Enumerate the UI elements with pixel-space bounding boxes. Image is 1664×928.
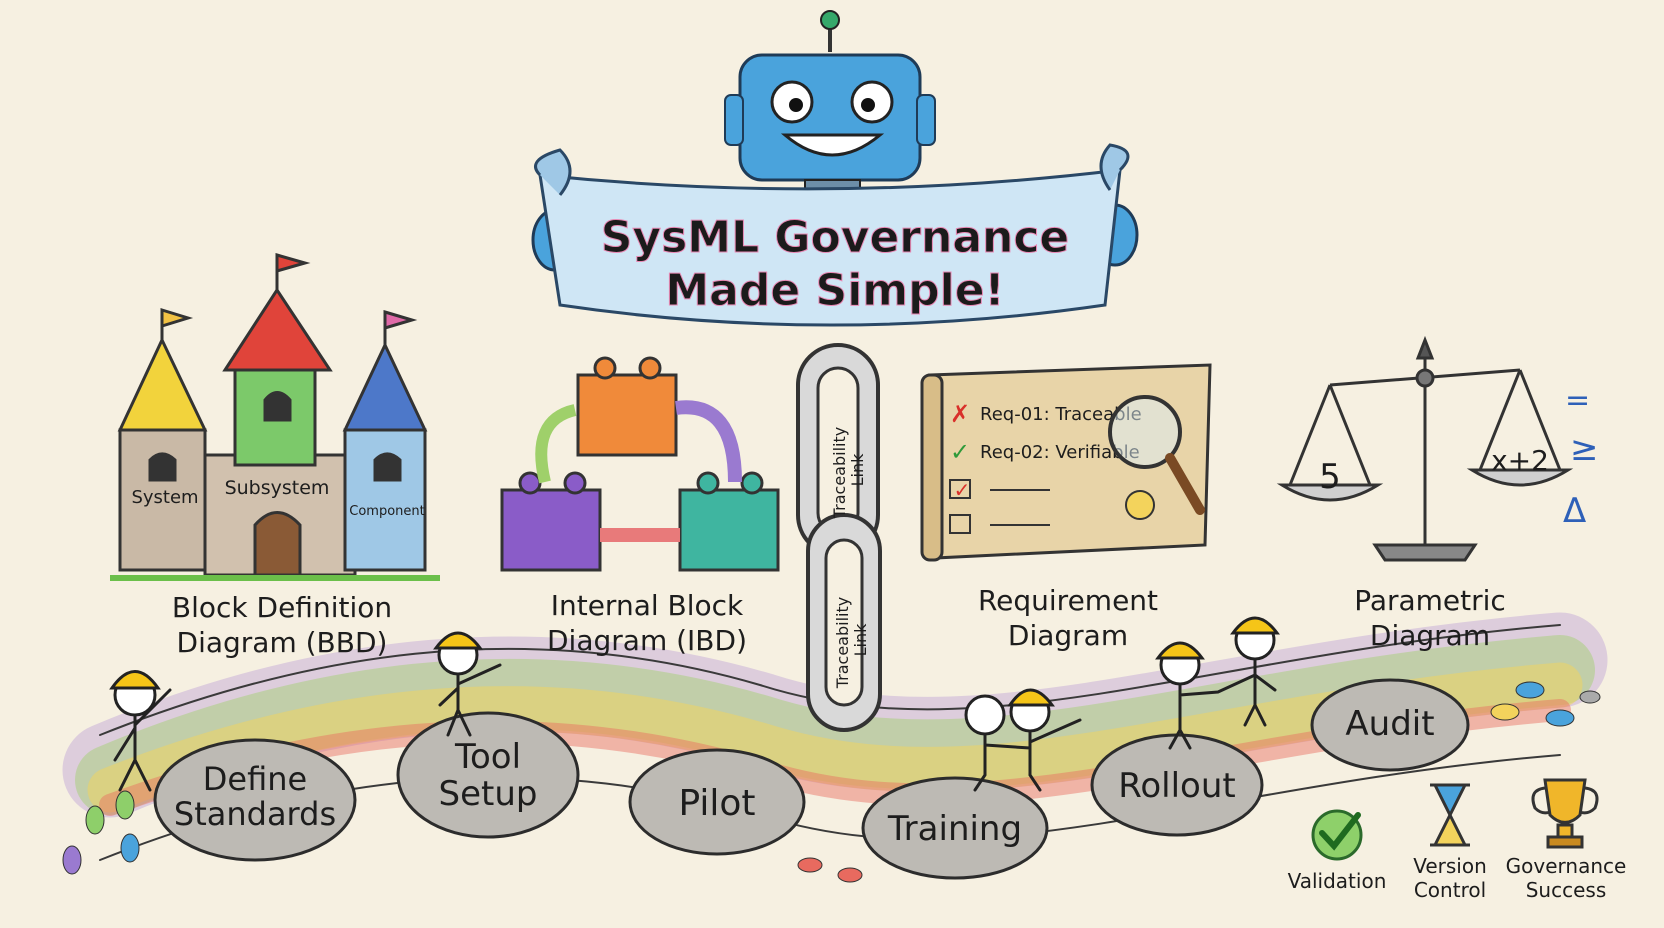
legend-label: Version	[1413, 854, 1487, 878]
diagram-label-bdd: Block Definition	[172, 591, 392, 624]
step-stone-training: Training	[861, 776, 1049, 880]
scale-left-value: 5	[1319, 457, 1341, 497]
step-stone-tool-setup: Tool Setup	[396, 711, 580, 839]
balance-scale: 5 x+2 = ≥ Δ	[1276, 335, 1599, 562]
step-label: Pilot	[678, 783, 755, 824]
step-label: Define	[203, 760, 307, 798]
req-pass-icon: ✓	[950, 438, 970, 466]
symbol-equals: =	[1565, 383, 1590, 418]
castle-illustration: System Subsystem Component	[110, 253, 440, 581]
chain-label-top: Traceability Link	[830, 422, 867, 520]
traceability-chain: Traceability Link Traceability Link	[796, 343, 882, 732]
worker-figure	[1155, 616, 1280, 750]
diagram-label-requirement: Requirement	[978, 584, 1158, 617]
step-stone-audit: Audit	[1310, 678, 1470, 772]
diagram-label-parametric: Diagram	[1370, 619, 1490, 652]
blocks-illustration	[500, 356, 780, 572]
diagram-label-ibd: Diagram (IBD)	[547, 624, 747, 657]
step-stone-define-standards: Define Standards	[153, 738, 357, 862]
diagram-label-parametric: Parametric	[1354, 584, 1506, 617]
title-banner: SysML Governance Made Simple!	[534, 143, 1130, 327]
chain-label-bottom: Traceability Link	[833, 592, 870, 690]
magnifier-icon	[1108, 395, 1205, 515]
step-stone-rollout: Rollout	[1090, 733, 1264, 837]
banner-title-line1: SysML Governance	[601, 212, 1070, 263]
legend-label: Control	[1414, 878, 1486, 902]
requirement-item: Req-02: Verifiable	[980, 442, 1140, 463]
banner-title-line2: Made Simple!	[665, 265, 1004, 316]
worker-figures	[109, 616, 1280, 792]
step-stone-pilot: Pilot	[628, 748, 806, 856]
step-label: Training	[887, 809, 1022, 849]
worker-figure	[964, 688, 1082, 792]
step-label: Rollout	[1118, 766, 1235, 806]
step-label: Setup	[439, 774, 538, 814]
worker-figure	[109, 670, 172, 792]
diagram-label-bdd: Diagram (BBD)	[177, 626, 388, 659]
legend-validation: Validation	[1288, 809, 1387, 893]
symbol-geq: ≥	[1570, 429, 1599, 469]
diagram-labels: Block Definition Diagram (BBD) Internal …	[172, 584, 1506, 659]
castle-label-subsystem: Subsystem	[225, 477, 330, 499]
step-label: Tool	[454, 737, 521, 777]
legend-label: Governance	[1506, 854, 1627, 878]
requirement-scroll: ✗ Req-01: Traceable ✓ Req-02: Verifiable…	[920, 363, 1212, 562]
req-fail-icon: ✗	[950, 400, 970, 428]
scale-right-value: x+2	[1491, 444, 1549, 477]
castle-label-component: Component	[349, 504, 424, 519]
trophy-icon	[1531, 778, 1599, 849]
requirement-item: Req-01: Traceable	[980, 404, 1142, 425]
legend: Validation Version Control Governance Su…	[1288, 778, 1627, 902]
worker-figure	[433, 631, 502, 737]
step-label: Standards	[174, 795, 336, 833]
legend-label: Validation	[1288, 869, 1387, 893]
diagram-label-requirement: Diagram	[1008, 619, 1128, 652]
diagram-label-ibd: Internal Block	[551, 589, 744, 622]
legend-version-control: Version Control	[1413, 783, 1487, 902]
symbol-delta: Δ	[1563, 491, 1586, 531]
legend-label: Success	[1526, 878, 1607, 902]
castle-label-system: System	[131, 487, 198, 508]
hourglass-icon	[1430, 783, 1470, 847]
step-stones: Define Standards Tool Setup Pilot Traini…	[153, 678, 1470, 880]
footprints-icon	[62, 681, 1601, 883]
step-label: Audit	[1345, 704, 1434, 744]
legend-governance-success: Governance Success	[1506, 778, 1627, 902]
req-checked-icon: ✓	[954, 478, 971, 502]
